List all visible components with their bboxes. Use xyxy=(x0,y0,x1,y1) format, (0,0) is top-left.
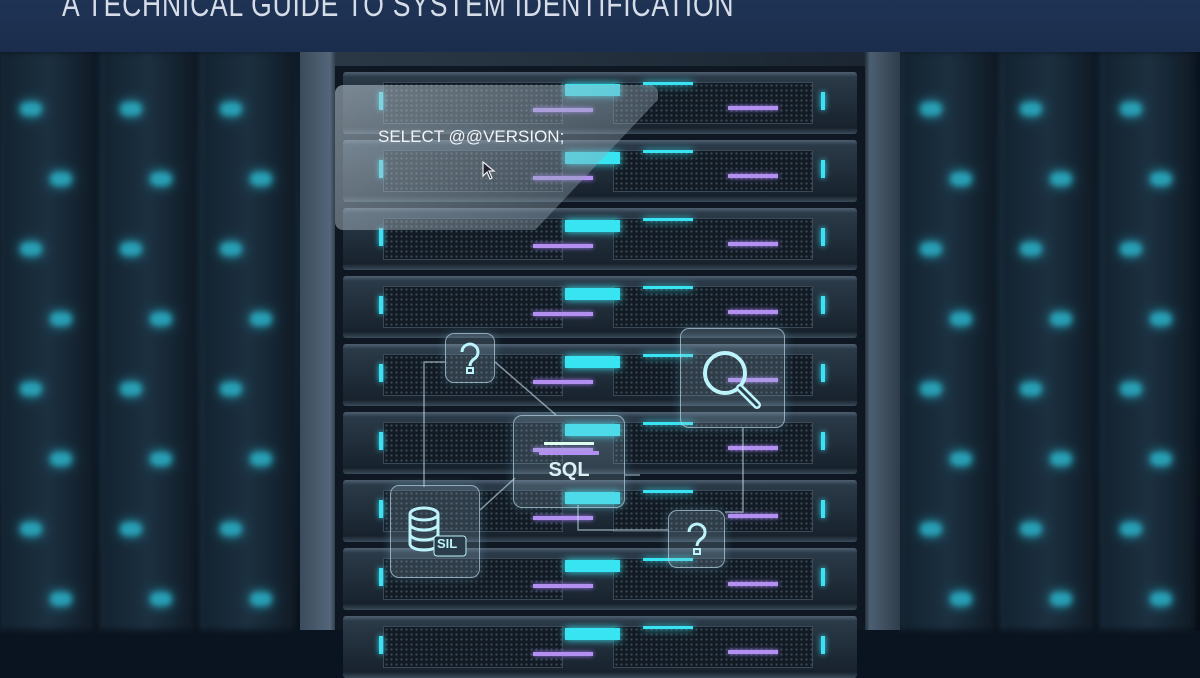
rack-led xyxy=(20,102,42,116)
rack-led xyxy=(20,522,42,536)
rack-led xyxy=(50,312,72,326)
rack-led xyxy=(1050,452,1072,466)
rack-led xyxy=(50,172,72,186)
rack-led xyxy=(150,592,172,606)
rack-led xyxy=(250,312,272,326)
rack-led xyxy=(220,522,242,536)
rack-led xyxy=(120,242,142,256)
rack-led xyxy=(220,382,242,396)
server-unit xyxy=(343,480,857,542)
rack-led xyxy=(120,382,142,396)
blurred-rack-column xyxy=(200,52,295,630)
question-icon xyxy=(445,333,495,383)
rack-led xyxy=(220,102,242,116)
rack-led xyxy=(1050,312,1072,326)
blurred-rack-column xyxy=(1100,52,1195,630)
rack-led xyxy=(150,172,172,186)
sql-label: SQL xyxy=(548,458,590,481)
rack-led xyxy=(1050,592,1072,606)
rack-led xyxy=(950,172,972,186)
sql-icon: SQL xyxy=(513,415,625,508)
rack-led xyxy=(20,242,42,256)
rack-led xyxy=(920,382,942,396)
blurred-rack-column xyxy=(1000,52,1095,630)
rack-led xyxy=(920,522,942,536)
rack-led xyxy=(50,592,72,606)
blurred-rack-column xyxy=(0,52,95,630)
rack-led xyxy=(250,452,272,466)
rack-led xyxy=(120,522,142,536)
rack-led xyxy=(1150,312,1172,326)
rack-led xyxy=(1120,522,1142,536)
server-unit xyxy=(343,548,857,610)
blurred-rack-column xyxy=(100,52,195,630)
rack-led xyxy=(250,172,272,186)
rack-led xyxy=(1120,242,1142,256)
rack-led xyxy=(1050,172,1072,186)
question-icon-2 xyxy=(668,510,725,568)
mouse-cursor-icon xyxy=(482,161,496,180)
rack-led xyxy=(1150,592,1172,606)
rack-led xyxy=(150,452,172,466)
right-server-racks-blurred xyxy=(900,52,1200,630)
rack-led xyxy=(1150,452,1172,466)
rack-led xyxy=(950,312,972,326)
rack-led xyxy=(920,242,942,256)
blurred-rack-column xyxy=(900,52,995,630)
rack-led xyxy=(1150,172,1172,186)
rack-led xyxy=(1020,382,1042,396)
server-unit xyxy=(343,276,857,338)
page-title: A TECHNICAL GUIDE TO SYSTEM IDENTIFICATI… xyxy=(62,0,735,24)
rack-led xyxy=(1120,102,1142,116)
database-icon: SIL xyxy=(390,485,480,578)
server-unit xyxy=(343,412,857,474)
connector-lines xyxy=(423,361,744,531)
rack-led xyxy=(1020,242,1042,256)
title-banner: A TECHNICAL GUIDE TO SYSTEM IDENTIFICATI… xyxy=(0,0,1200,52)
rack-led xyxy=(950,452,972,466)
query-text: SELECT @@VERSION; xyxy=(378,127,565,146)
rack-led xyxy=(50,452,72,466)
rack-led xyxy=(920,102,942,116)
rack-led xyxy=(220,242,242,256)
rack-led xyxy=(150,312,172,326)
magnifier-icon xyxy=(680,328,785,428)
rack-led xyxy=(250,592,272,606)
rack-led xyxy=(950,592,972,606)
rack-led xyxy=(120,102,142,116)
rack-led xyxy=(1120,382,1142,396)
left-server-racks-blurred xyxy=(0,52,300,630)
rack-led xyxy=(1020,522,1042,536)
rack-led xyxy=(1020,102,1042,116)
rack-led xyxy=(20,382,42,396)
db-label: SIL xyxy=(437,536,458,551)
